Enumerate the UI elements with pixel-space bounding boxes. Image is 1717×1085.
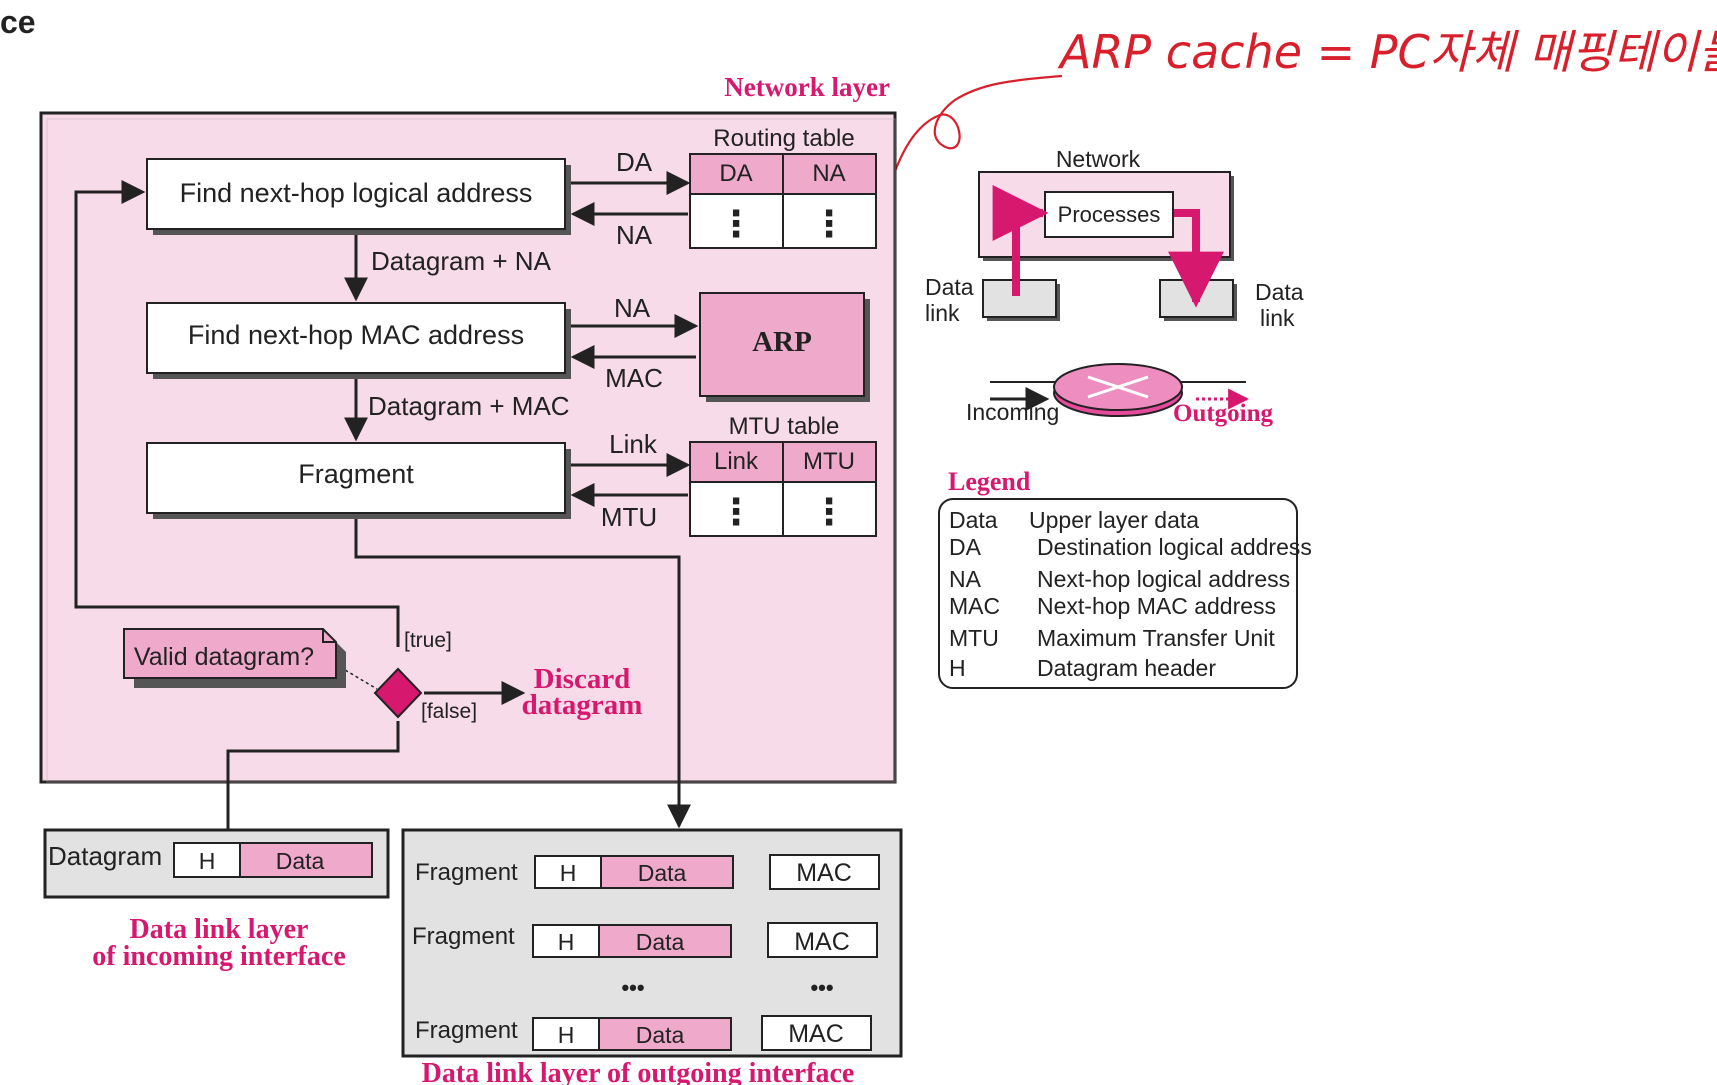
outgoing-row: Fragment H Data MAC	[412, 922, 878, 958]
outgoing-fragment-label: Fragment	[415, 1017, 518, 1044]
incoming-datagram-label: Datagram	[48, 841, 162, 871]
mini-data-link-right-2: link	[1260, 305, 1295, 331]
outgoing-data: Data	[636, 929, 685, 955]
outgoing-data: Data	[636, 1022, 685, 1048]
incoming-caption-2: of incoming interface	[92, 941, 346, 972]
incoming-interface: Datagram H Data	[43, 828, 390, 899]
legend-desc: Datagram header	[1037, 655, 1216, 681]
outgoing-caption: Data link layer of outgoing interface	[422, 1058, 855, 1085]
incoming-h: H	[199, 848, 216, 874]
find-mac-address-box: Find next-hop MAC address	[146, 302, 571, 379]
discard-line-2: datagram	[522, 689, 643, 721]
handwritten-annotation: ARP cache = PC자체 매핑테이블	[870, 25, 1717, 289]
find-mac-label: Find next-hop MAC address	[188, 320, 524, 350]
label-link: Link	[609, 429, 658, 459]
decision-node	[373, 667, 423, 719]
true-label: [true]	[404, 629, 452, 652]
legend-abbr: H	[949, 655, 966, 681]
mini-data-link-left-1: Data	[925, 274, 974, 300]
routing-col-da: DA	[719, 160, 752, 187]
outgoing-mac: MAC	[788, 1020, 844, 1048]
routing-table: Routing table DA NA ⋮ ⋮	[689, 125, 877, 249]
outgoing-mac: MAC	[796, 859, 852, 887]
outgoing-row: Fragment H Data MAC	[415, 854, 880, 890]
mtu-table-title: MTU table	[729, 413, 840, 440]
legend-abbr: DA	[949, 534, 982, 560]
mtu-dots-2: ⋮	[811, 491, 847, 532]
mini-network-label: Network	[1056, 146, 1141, 172]
legend-abbr: Data	[949, 507, 998, 533]
outgoing-h: H	[558, 1022, 575, 1048]
fragment-label: Fragment	[298, 459, 414, 489]
mtu-col-link: Link	[714, 448, 759, 475]
mini-data-link-left-2: link	[925, 300, 960, 326]
label-na-out: NA	[614, 293, 651, 323]
mtu-table: MTU table Link MTU ⋮ ⋮	[689, 413, 877, 537]
label-da: DA	[616, 147, 653, 177]
outgoing-h: H	[558, 929, 575, 955]
mini-processes-label: Processes	[1058, 202, 1161, 227]
routing-col-na: NA	[812, 160, 845, 187]
legend-desc: Next-hop MAC address	[1037, 593, 1276, 619]
corner-fragment: ce	[0, 4, 36, 40]
incoming-caption-1: Data link layer	[130, 914, 309, 945]
label-mac-return: MAC	[605, 363, 663, 393]
legend-desc: Maximum Transfer Unit	[1037, 625, 1275, 651]
outgoing-row: Fragment H Data MAC	[415, 1015, 872, 1051]
legend-desc: Upper layer data	[1029, 507, 1199, 533]
outgoing-mac: MAC	[794, 928, 850, 956]
outgoing-ellipsis-1: •••	[621, 975, 644, 1000]
routing-dots-1: ⋮	[718, 203, 754, 244]
valid-datagram-note: Valid datagram?	[123, 628, 346, 688]
routing-table-title: Routing table	[713, 125, 854, 152]
outgoing-ellipsis-2: •••	[810, 975, 833, 1000]
label-mtu-return: MTU	[601, 502, 657, 532]
false-label: [false]	[421, 700, 477, 723]
outgoing-data: Data	[638, 860, 687, 886]
mtu-dots-1: ⋮	[718, 491, 754, 532]
fragment-box: Fragment	[146, 442, 571, 519]
label-na-return: NA	[616, 220, 653, 250]
mtu-col-mtu: MTU	[803, 448, 855, 475]
mini-incoming-label: Incoming	[966, 399, 1059, 425]
mini-data-link-right-1: Data	[1255, 279, 1304, 305]
mini-outgoing-label: Outgoing	[1173, 400, 1274, 427]
legend-box	[938, 498, 1298, 689]
discard-line-1: Discard	[534, 663, 631, 695]
legend-items: Data Upper layer data DA Destination log…	[949, 507, 1312, 681]
label-datagram-na: Datagram + NA	[371, 246, 552, 276]
legend-abbr: NA	[949, 566, 982, 592]
label-datagram-mac: Datagram + MAC	[368, 391, 570, 421]
find-logical-label: Find next-hop logical address	[180, 178, 533, 208]
network-layer-title: Network layer	[724, 72, 890, 102]
legend-abbr: MTU	[949, 625, 999, 651]
legend-abbr: MAC	[949, 593, 1000, 619]
arp-label: ARP	[752, 326, 812, 358]
legend-title: Legend	[948, 467, 1031, 496]
find-logical-address-box: Find next-hop logical address	[146, 158, 571, 235]
outgoing-fragment-label: Fragment	[415, 859, 518, 886]
incoming-data: Data	[276, 848, 325, 874]
handwritten-note: ARP cache = PC자체 매핑테이블	[1057, 25, 1717, 79]
arp-box: ARP	[699, 292, 870, 402]
routing-dots-2: ⋮	[811, 203, 847, 244]
mini-router-diagram: Network Processes Data link Data link In…	[925, 146, 1304, 427]
valid-datagram-label: Valid datagram?	[134, 643, 314, 671]
flow-arrows	[74, 171, 699, 830]
legend-desc: Next-hop logical address	[1037, 566, 1290, 592]
legend-desc: Destination logical address	[1037, 534, 1312, 560]
outgoing-interface: Fragment H Data MAC Fragment H Data MAC …	[401, 828, 903, 1058]
outgoing-h: H	[560, 860, 577, 886]
outgoing-fragment-label: Fragment	[412, 923, 515, 950]
